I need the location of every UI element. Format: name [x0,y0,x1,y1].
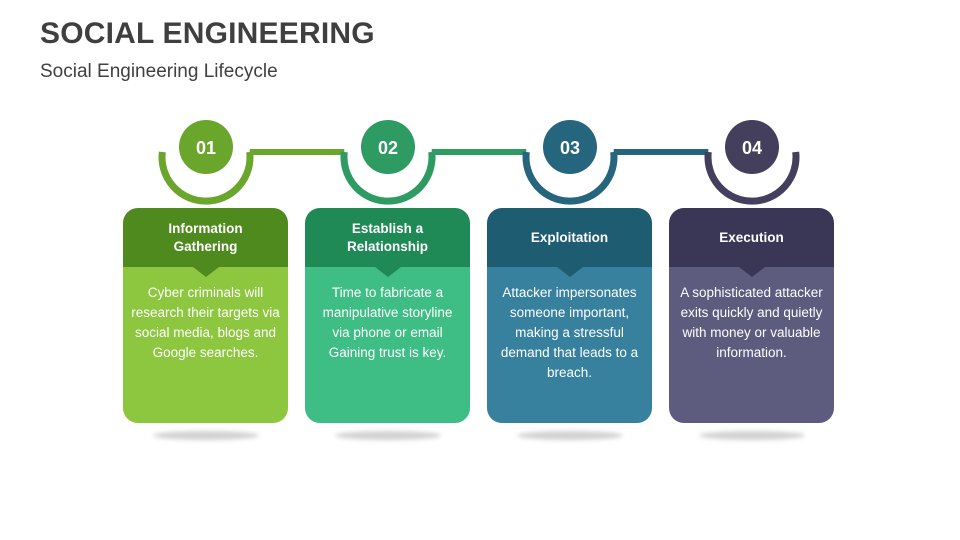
chevron-down-pointer [556,267,583,277]
step-card-establish-a-relationship: Establish a Relationship Time to fabrica… [305,208,470,440]
card-header: Information Gathering [123,208,288,267]
step-number-3: 03 [560,138,580,158]
step-cards: Information Gathering Cyber criminals wi… [123,208,834,440]
card-description: Cyber criminals will research their targ… [131,285,280,360]
card-description: Time to fabricate a manipulative storyli… [322,285,453,360]
step-arc-4 [704,151,800,205]
card-header: Exploitation [487,208,652,267]
chevron-down-pointer [192,267,219,277]
step-circle-1 [179,120,233,174]
card-shadow [152,431,259,440]
card-body: A sophisticated attacker exits quickly a… [669,267,834,423]
step-circle-3 [543,120,597,174]
card-description: Attacker impersonates someone important,… [500,285,639,380]
step-number-2: 02 [378,138,398,158]
card-title: Establish a Relationship [346,220,428,254]
lifecycle-timeline: 01 02 03 04 [158,120,800,205]
step-circle-4 [725,120,779,174]
step-arc-1 [158,151,254,205]
step-arc-3 [522,151,618,205]
chevron-down-pointer [374,267,401,277]
card-shadow [698,431,805,440]
step-arc-2 [340,151,436,205]
card-body: Time to fabricate a manipulative storyli… [305,267,470,423]
card-body: Cyber criminals will research their targ… [123,267,288,423]
slide-title: SOCIAL ENGINEERING [40,17,375,50]
card-title: Exploitation [530,229,609,245]
card-shadow [516,431,623,440]
card-header: Establish a Relationship [305,208,470,267]
chevron-down-pointer [738,267,765,277]
step-number-4: 04 [742,138,762,158]
card-header: Execution [669,208,834,267]
card-body: Attacker impersonates someone important,… [487,267,652,423]
step-card-execution: Execution A sophisticated attacker exits… [669,208,834,440]
step-circle-2 [361,120,415,174]
step-card-exploitation: Exploitation Attacker impersonates someo… [487,208,652,440]
card-title: Execution [719,229,784,245]
card-description: A sophisticated attacker exits quickly a… [680,285,823,360]
step-number-1: 01 [196,138,216,158]
card-shadow [334,431,441,440]
slide-subtitle: Social Engineering Lifecycle [40,61,278,82]
card-title: Information Gathering [168,220,243,254]
step-card-information-gathering: Information Gathering Cyber criminals wi… [123,208,288,440]
